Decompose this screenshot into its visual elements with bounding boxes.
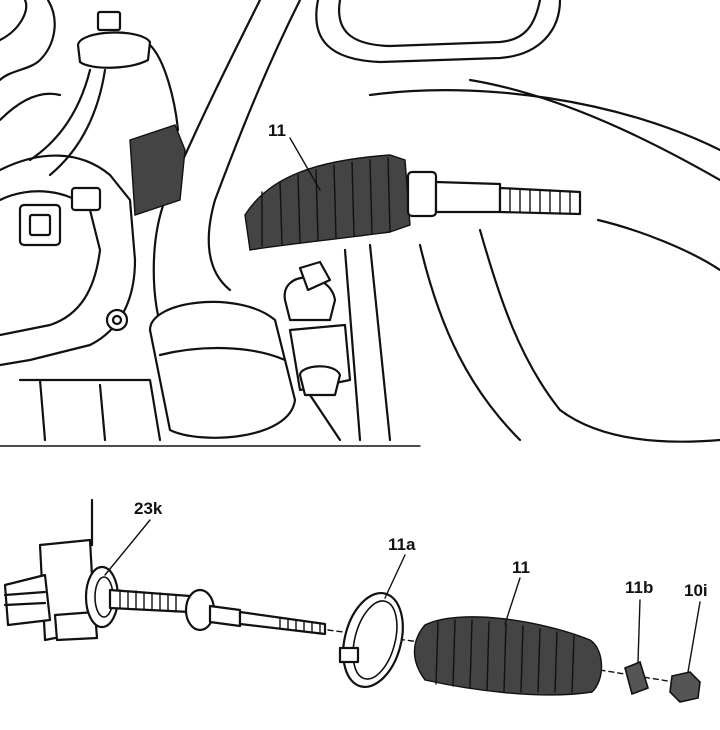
mount-bolt-lower bbox=[298, 365, 342, 397]
leader-small-clamp bbox=[637, 599, 641, 663]
leader-clamp bbox=[384, 554, 406, 599]
leader-nut bbox=[687, 601, 701, 673]
boot-clamp-large bbox=[342, 591, 404, 689]
pipe-bracket bbox=[148, 300, 297, 439]
boot-folds bbox=[261, 157, 391, 247]
rack-left-boot bbox=[129, 124, 186, 216]
label-clamp: 11a bbox=[388, 535, 416, 554]
upper-bolt bbox=[96, 10, 122, 32]
boot-clamp-top bbox=[406, 170, 438, 218]
leader-seal-ring bbox=[104, 519, 151, 576]
installed-view-illustration bbox=[0, 0, 720, 447]
label-top-boot: 11 bbox=[268, 121, 286, 140]
boot-bellows-folds bbox=[435, 619, 575, 693]
leader-boot bbox=[504, 577, 521, 625]
rack-boot bbox=[413, 616, 603, 696]
label-boot: 11 bbox=[512, 558, 530, 577]
clamp-lock bbox=[338, 646, 360, 664]
lock-nut bbox=[669, 671, 701, 703]
rack-shaft-thread bbox=[108, 588, 192, 614]
leader-top-boot bbox=[289, 137, 321, 191]
label-nut: 10i bbox=[684, 581, 708, 600]
label-seal-ring: 23k bbox=[134, 499, 163, 518]
tie-rod-thread bbox=[279, 617, 321, 635]
rack-boot-installed bbox=[244, 154, 411, 251]
thread-lines-top bbox=[509, 187, 571, 215]
exploded-view-illustration bbox=[3, 498, 701, 703]
label-small-clamp: 11b bbox=[625, 578, 653, 597]
boot-clamp-small bbox=[624, 660, 649, 696]
rack-thread-lines bbox=[119, 589, 177, 613]
